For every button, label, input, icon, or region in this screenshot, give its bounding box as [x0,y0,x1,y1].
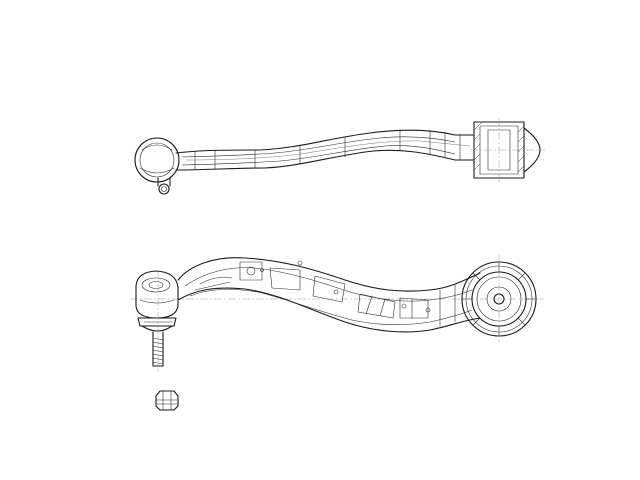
ball-joint-stud-top [157,177,171,195]
dust-boot-front [137,317,177,332]
arm-body-front [177,257,481,333]
lock-nut [155,390,179,411]
ball-joint-head-top [134,137,180,183]
ball-joint-housing-front [135,270,179,319]
arm-body-top [175,129,475,171]
bushing-section-top [470,118,545,182]
bushing-eye-front [461,255,537,343]
control-arm-top-view [134,118,545,195]
control-arm-front-view [130,255,545,372]
threaded-stud-front [152,270,164,372]
